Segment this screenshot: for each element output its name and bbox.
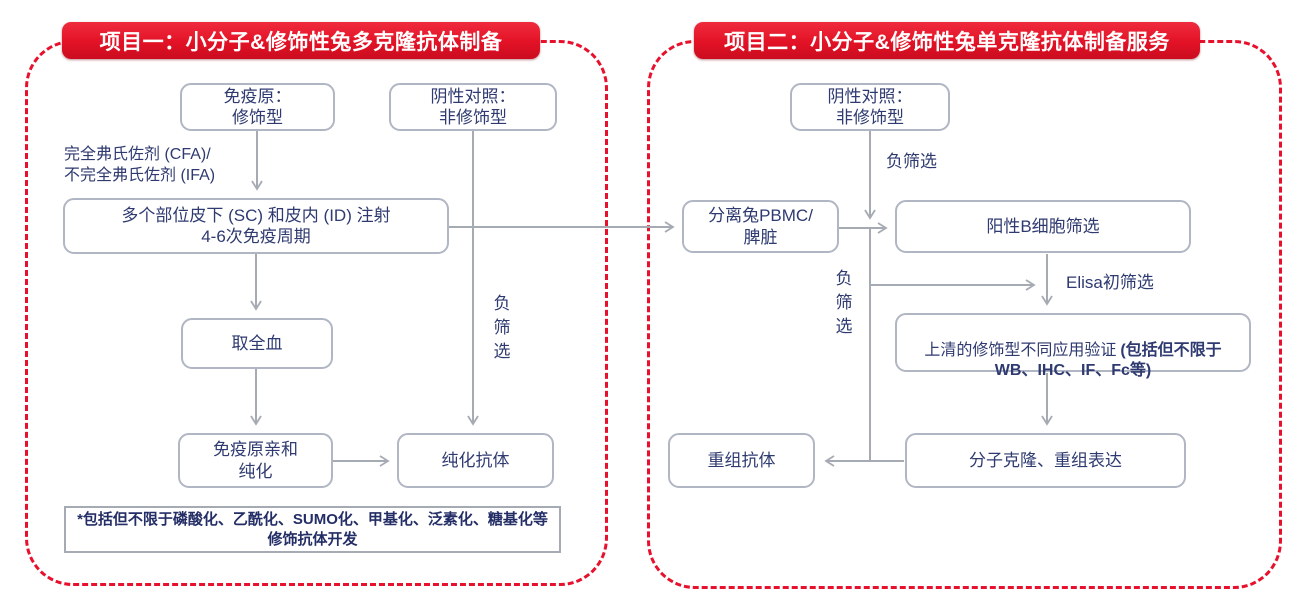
box-recombinant-antibody: 重组抗体 — [668, 433, 815, 488]
project1-title-banner: 项目一：小分子&修饰性兔多克隆抗体制备 — [62, 22, 540, 59]
label-elisa-screen: Elisa初筛选 — [1066, 273, 1154, 292]
box-negative-control-1: 阴性对照： 非修饰型 — [389, 83, 557, 131]
box-immunogen: 免疫原： 修饰型 — [180, 83, 335, 131]
box-bcell-screen: 阳性B细胞筛选 — [895, 200, 1191, 253]
box-affinity-purification: 免疫原亲和 纯化 — [178, 433, 333, 488]
label-negative-screen-1: 负 筛 选 — [493, 294, 511, 361]
project2-title-banner: 项目二：小分子&修饰性兔单克隆抗体制备服务 — [694, 22, 1200, 59]
box-injection: 多个部位皮下 (SC) 和皮内 (ID) 注射 4-6次免疫周期 — [63, 198, 449, 254]
box-cloning-expression: 分子克隆、重组表达 — [905, 433, 1186, 488]
label-negative-screen-top: 负筛选 — [886, 152, 937, 171]
box-pbmc: 分离兔PBMC/ 脾脏 — [682, 200, 839, 253]
label-negative-screen-side: 负 筛 选 — [835, 269, 853, 336]
box-purified-antibody: 纯化抗体 — [397, 433, 554, 488]
project2-title: 项目二：小分子&修饰性兔单克隆抗体制备服务 — [724, 30, 1170, 54]
project1-title: 项目一：小分子&修饰性兔多克隆抗体制备 — [99, 30, 503, 54]
box-supernatant-validation: 上清的修饰型不同应用验证(包括但不限于WB、IHC、IF、Fc等) — [895, 313, 1251, 379]
label-adjuvant: 完全弗氏佐剂 (CFA)/ 不完全弗氏佐剂 (IFA) — [64, 146, 216, 184]
box-whole-blood: 取全血 — [181, 318, 333, 369]
supernatant-note-text: (包括但不限于WB、IHC、IF、Fc等) — [994, 342, 1222, 379]
supernatant-main-text: 上清的修饰型不同应用验证 — [924, 342, 1117, 359]
box-negative-control-2: 阴性对照： 非修饰型 — [790, 83, 950, 131]
note-modifications: *包括但不限于磷酸化、乙酰化、SUMO化、甲基化、泛素化、糖基化等修饰抗体开发 — [64, 506, 561, 553]
